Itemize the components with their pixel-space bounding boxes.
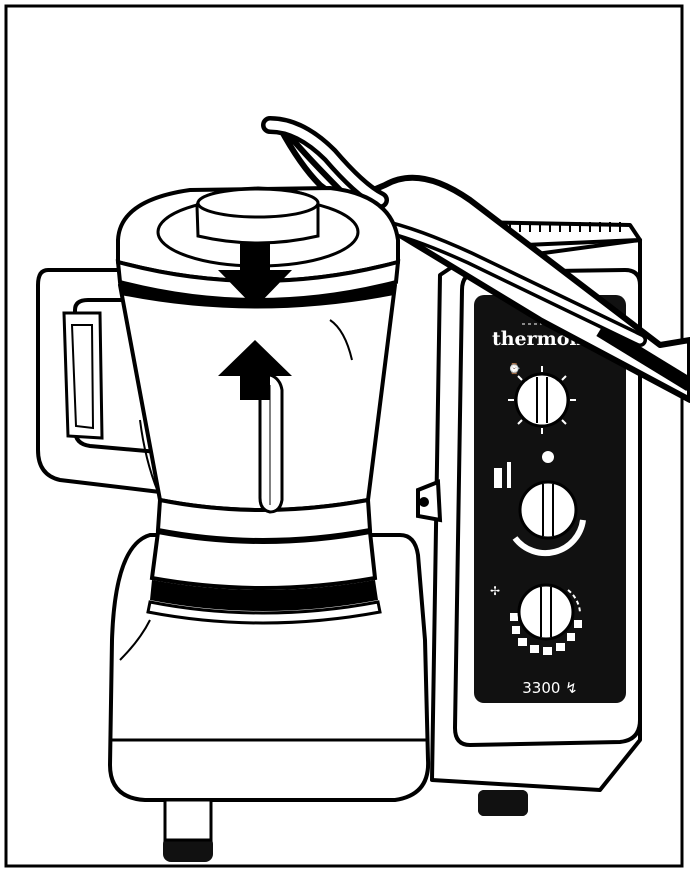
arrow-up-icon <box>218 340 292 400</box>
temperature-dial[interactable] <box>494 462 586 557</box>
thermometer-icon <box>494 468 502 488</box>
speed-dial[interactable]: ✢ <box>490 583 582 655</box>
base-foot-left <box>163 836 213 862</box>
arrow-down-icon <box>218 244 292 308</box>
timer-dial[interactable]: ⌚ <box>508 362 576 434</box>
model-label: 3300 ↯ <box>522 679 578 697</box>
timer-icon: ⌚ <box>508 362 520 375</box>
jug-lid[interactable] <box>115 185 401 302</box>
fan-icon: ✢ <box>490 584 500 598</box>
indicator-light-icon <box>542 451 554 463</box>
